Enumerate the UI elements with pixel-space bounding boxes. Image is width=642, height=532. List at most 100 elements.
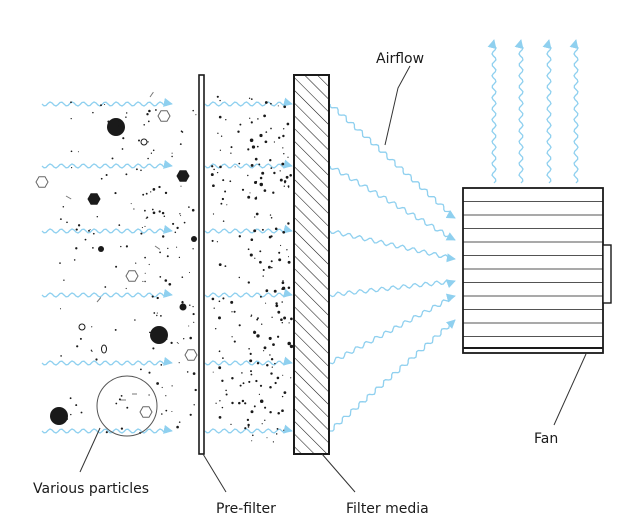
particle <box>212 184 215 188</box>
particle <box>279 170 281 172</box>
particle-fiber <box>154 245 161 250</box>
particle <box>59 308 62 310</box>
particle <box>250 315 252 318</box>
particle <box>247 426 250 428</box>
particle <box>259 384 263 387</box>
particle <box>138 139 140 142</box>
particle <box>153 312 156 314</box>
particle <box>259 250 262 253</box>
particle <box>274 227 278 231</box>
particle <box>194 388 197 392</box>
particle <box>60 355 62 357</box>
particle <box>259 399 264 404</box>
particle <box>265 302 267 304</box>
particle <box>269 354 271 356</box>
particle <box>183 338 185 340</box>
particle <box>282 230 286 234</box>
particle <box>179 213 181 215</box>
particle <box>107 118 125 136</box>
particle <box>229 180 232 183</box>
particle <box>264 101 268 104</box>
particle <box>125 116 127 118</box>
particle <box>263 346 267 350</box>
airflow-arrow-to-fan <box>329 103 456 219</box>
particle <box>217 132 219 134</box>
particle <box>219 165 222 169</box>
particle <box>218 263 222 266</box>
particle <box>274 362 276 365</box>
particle <box>122 137 125 140</box>
particle <box>256 361 260 365</box>
particle <box>283 429 285 431</box>
particle <box>121 148 124 150</box>
particle <box>178 256 181 259</box>
particle <box>231 336 233 338</box>
particle <box>277 411 280 415</box>
particle <box>264 406 267 409</box>
fan-knob <box>602 244 612 304</box>
particle <box>276 376 280 380</box>
particle <box>265 131 268 133</box>
particle <box>225 119 227 121</box>
particle <box>247 195 251 199</box>
particle <box>237 130 240 133</box>
particle <box>143 124 145 126</box>
particle <box>270 358 274 361</box>
particles <box>35 91 294 443</box>
particle <box>91 350 93 352</box>
particle <box>249 359 253 363</box>
particle <box>248 348 250 350</box>
particle <box>96 215 99 218</box>
particle <box>233 340 236 343</box>
particle <box>189 413 192 416</box>
particle <box>63 279 65 281</box>
particle <box>270 235 273 238</box>
particle <box>211 239 214 242</box>
particle <box>134 319 136 321</box>
particle <box>140 169 142 172</box>
particle <box>178 421 181 423</box>
particle <box>148 371 151 374</box>
particle <box>76 345 79 348</box>
particle <box>265 289 268 293</box>
particle <box>213 168 215 171</box>
particle-hexagon-outline <box>125 270 139 282</box>
particle <box>224 265 227 268</box>
particle <box>161 386 163 389</box>
particle <box>165 395 167 397</box>
particle <box>145 192 148 195</box>
particle <box>148 263 150 266</box>
particle <box>266 437 268 439</box>
particle <box>283 153 285 155</box>
particle <box>290 317 293 321</box>
particle <box>216 241 219 243</box>
particle <box>271 366 273 368</box>
particle <box>257 317 259 320</box>
particle <box>70 101 72 104</box>
particle <box>73 259 76 261</box>
particle <box>250 98 253 100</box>
particle <box>255 180 258 183</box>
particle <box>270 127 272 130</box>
particle <box>125 245 128 248</box>
particle <box>287 185 290 188</box>
airflow-arrow-mid <box>204 424 293 434</box>
particle <box>70 413 72 416</box>
particle <box>167 247 169 250</box>
airflow-arrow-up <box>542 39 552 184</box>
particle <box>275 304 279 308</box>
particle <box>170 341 173 345</box>
particle <box>75 404 78 407</box>
particle <box>183 221 186 224</box>
particle <box>120 394 123 397</box>
particle <box>118 124 121 128</box>
particle <box>290 377 292 379</box>
particle <box>70 117 72 120</box>
particle <box>224 190 227 193</box>
particle <box>189 304 191 306</box>
particle <box>105 431 108 434</box>
particle <box>282 128 285 130</box>
particle <box>140 138 148 146</box>
airflow-arrow-in <box>41 356 173 366</box>
particle <box>268 336 272 340</box>
